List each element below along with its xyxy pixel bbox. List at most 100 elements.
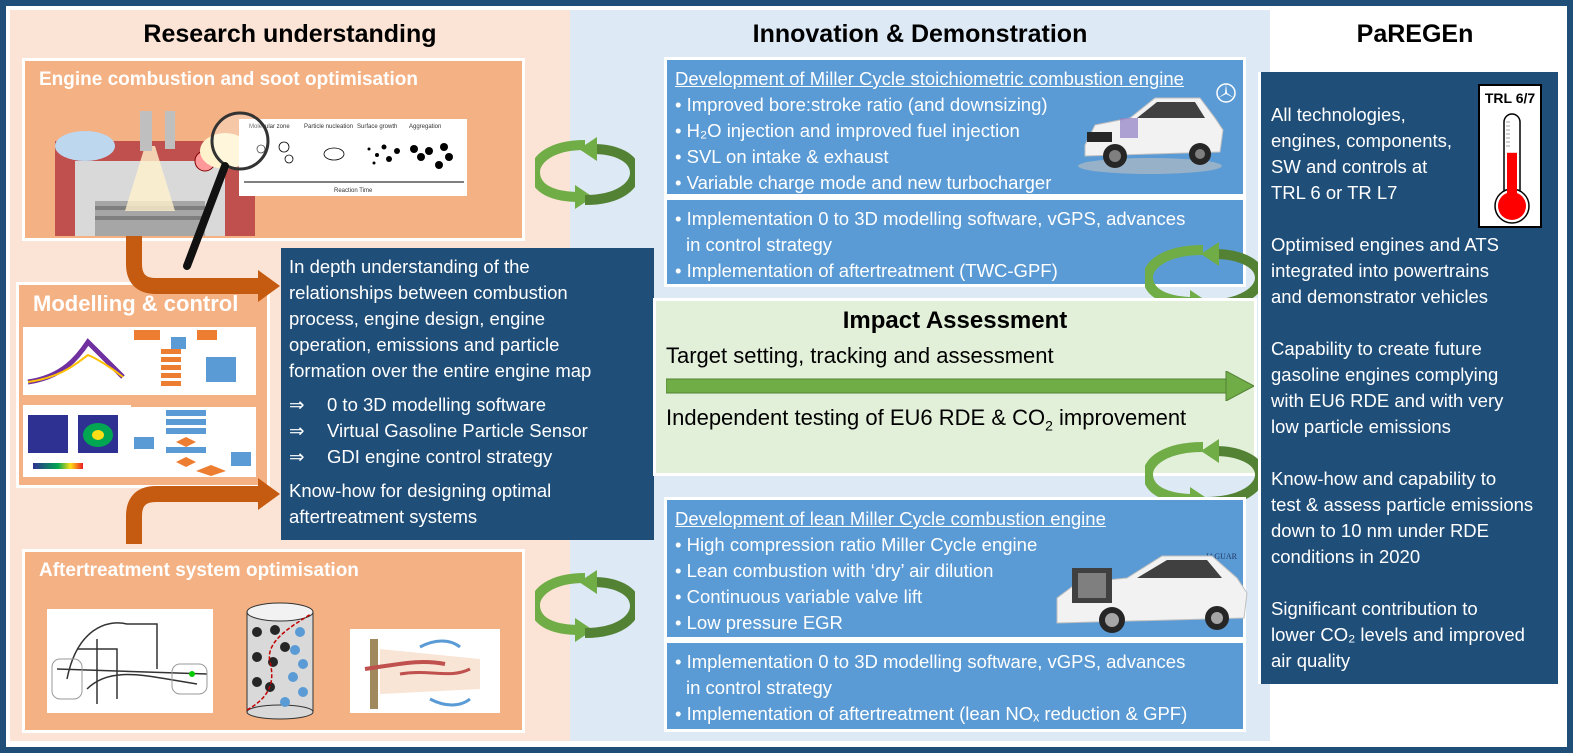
- paregen-outcome-line: Optimised engines and ATS: [1271, 234, 1499, 255]
- svg-text:Particle nucleation: Particle nucleation: [304, 124, 353, 130]
- cycle-arrows-icon-aftertreatment: [535, 570, 635, 642]
- miller-stoich-bullet: SVL on intake & exhaust: [675, 144, 1235, 170]
- svg-text:Surface growth: Surface growth: [357, 124, 397, 130]
- engine-combustion-panel: Engine combustion and soot optimisation …: [22, 58, 525, 270]
- understanding-outro-line: aftertreatment systems: [289, 506, 478, 527]
- impact-green-arrow: [666, 371, 1254, 401]
- miller-lean-bullets: High compression ratio Miller Cycle engi…: [675, 532, 1235, 636]
- miller-stoich-implementation-line: in control strategy: [686, 234, 833, 255]
- engine-cylinder-image: [55, 111, 255, 236]
- aftertreatment-panel-title: Aftertreatment system optimisation: [39, 560, 359, 581]
- paregen-outcome-line: down to 10 nm under RDE: [1271, 520, 1490, 541]
- miller-stoich-implementation: • Implementation 0 to 3D modelling softw…: [675, 206, 1235, 284]
- miller-stoich-bullet: Improved bore:stroke ratio (and downsizi…: [675, 92, 1235, 118]
- arrow-head-lower: [258, 478, 280, 510]
- miller-lean-bullet: Continuous variable valve lift: [675, 584, 1235, 610]
- exhaust-system-network-image: [47, 609, 213, 713]
- orange-flow-arrows: [126, 236, 280, 544]
- understanding-arrow-list: ⇒ 0 to 3D modelling software ⇒ Virtual Gaso…: [289, 392, 646, 470]
- soot-formation-diagram: Molecular zone Particle nucleation Surfa…: [239, 119, 467, 196]
- trl-thermometer: TRL 6/7: [1478, 84, 1542, 228]
- miller-stoich-box: Development of Miller Cycle stoichiometr…: [664, 57, 1246, 197]
- understanding-arrow-item-text: 0 to 3D modelling software: [327, 394, 547, 415]
- understanding-arrow-item: ⇒ GDI engine control strategy: [289, 444, 646, 470]
- understanding-outro-line: Know-how for designing optimal: [289, 480, 552, 501]
- paregen-outcome-line: lower CO₂ levels and improved: [1271, 624, 1525, 645]
- aftertreatment-panel: Aftertreatment system optimisation: [22, 549, 525, 733]
- paregen-outcome-line: All technologies,: [1271, 104, 1406, 125]
- paregen-outcome-line: SW and controls at: [1271, 156, 1428, 177]
- catalytic-converter-image: [350, 629, 500, 713]
- impact-assessment-box: Impact Assessment Target setting, tracki…: [653, 298, 1257, 476]
- svg-text:Molecular zone: Molecular zone: [249, 124, 290, 130]
- mercedes-car-image: [1078, 97, 1224, 174]
- miller-stoich-bullets: Improved bore:stroke ratio (and downsizi…: [675, 92, 1235, 196]
- svg-text:Reaction Time: Reaction Time: [334, 188, 373, 194]
- implies-arrow-icon: ⇒: [289, 394, 305, 415]
- understanding-arrow-item-text: Virtual Gasoline Particle Sensor: [327, 420, 588, 441]
- understanding-arrow-item: ⇒ 0 to 3D modelling software: [289, 392, 646, 418]
- miller-lean-implementation-line: in control strategy: [686, 677, 833, 698]
- magnifying-glass-icon: [183, 111, 270, 270]
- cfd-simulation-image: [23, 405, 131, 477]
- engine-panel-title: Engine combustion and soot optimisation: [39, 69, 418, 90]
- thermometer-icon: [1494, 113, 1530, 224]
- understanding-intro-line: process, engine design, engine: [289, 308, 546, 329]
- miller-lean-heading: Development of lean Miller Cycle combust…: [675, 508, 1106, 529]
- miller-stoich-implementation-box: • Implementation 0 to 3D modelling softw…: [664, 197, 1246, 287]
- pressure-curve-chart-image: [23, 327, 131, 395]
- paregen-outcome-line: engines, components,: [1271, 130, 1453, 151]
- paregen-outcome-line: Capability to create future: [1271, 338, 1482, 359]
- miller-stoich-heading: Development of Miller Cycle stoichiometr…: [675, 68, 1184, 89]
- paregen-outcome-line: low particle emissions: [1271, 416, 1451, 437]
- particulate-filter-image: [246, 602, 314, 720]
- trl-label: TRL 6/7: [1484, 90, 1536, 106]
- paregen-outcome-line: and demonstrator vehicles: [1271, 286, 1488, 307]
- jaguar-logo: JAGUAR: [1205, 552, 1237, 561]
- miller-stoich-bullet: Variable charge mode and new turbocharge…: [675, 170, 1235, 196]
- implies-arrow-icon: ⇒: [289, 446, 305, 467]
- paregen-outcome-line: gasoline engines complying: [1271, 364, 1499, 385]
- paregen-outcome-line: integrated into powertrains: [1271, 260, 1490, 281]
- miller-lean-implementation-box: • Implementation 0 to 3D modelling softw…: [664, 640, 1246, 732]
- svg-text:Aggregation: Aggregation: [409, 124, 441, 130]
- research-title: Research understanding: [143, 20, 437, 48]
- paregen-outcome: All technologies, engines, components, SW …: [1271, 102, 1548, 206]
- paregen-outcome-line: with EU6 RDE and with very: [1271, 390, 1504, 411]
- miller-lean-implementation: • Implementation 0 to 3D modelling softw…: [675, 649, 1235, 727]
- impact-line2-text: Independent testing of EU6 RDE & CO: [666, 405, 1046, 430]
- impact-target-setting: Target setting, tracking and assessment: [666, 343, 1054, 368]
- paregen-outcome-line: Significant contribution to: [1271, 598, 1478, 619]
- implies-arrow-icon: ⇒: [289, 420, 305, 441]
- jaguar-car-image: [1056, 555, 1248, 633]
- impact-line2-suffix: improvement: [1052, 405, 1187, 430]
- understanding-arrow-item-text: GDI engine control strategy: [327, 446, 553, 467]
- paregen-outcomes-list: All technologies, engines, components, SW …: [1271, 102, 1548, 674]
- paregen-outcome-line: TRL 6 or TR L7: [1271, 182, 1398, 203]
- understanding-arrow-item: ⇒ Virtual Gasoline Particle Sensor: [289, 418, 646, 444]
- thermometer-fill: [1507, 152, 1517, 205]
- innovation-title: Innovation & Demonstration: [752, 20, 1088, 48]
- understanding-outro: Know-how for designing optimal aftertreat…: [289, 478, 646, 530]
- paregen-outcome: Optimised engines and ATS integrated into…: [1271, 232, 1548, 310]
- modelling-flowchart-image: [131, 327, 256, 395]
- impact-line2-subscript: 2: [1045, 417, 1053, 434]
- understanding-intro-line: relationships between combustion: [289, 282, 568, 303]
- miller-lean-implementation-line: • Implementation 0 to 3D modelling softw…: [675, 651, 1186, 672]
- miller-stoich-implementation-line: • Implementation 0 to 3D modelling softw…: [675, 208, 1186, 229]
- paregen-title: PaREGEn: [1356, 20, 1474, 48]
- miller-stoich-implementation-line: • Implementation of aftertreatment (TWC-…: [675, 260, 1058, 281]
- miller-stoich-bullet: H₂O injection and improved fuel injectio…: [675, 118, 1235, 144]
- modelling-control-panel: Modelling & control: [16, 282, 270, 488]
- miller-lean-implementation-line: • Implementation of aftertreatment (lean…: [675, 703, 1188, 724]
- understanding-box: In depth understanding of the relationshi…: [281, 248, 654, 540]
- paregen-outcome-line: Know-how and capability to: [1271, 468, 1497, 489]
- miller-lean-box: Development of lean Miller Cycle combust…: [664, 497, 1248, 640]
- understanding-intro-line: formation over the entire engine map: [289, 360, 592, 381]
- understanding-intro-line: In depth understanding of the: [289, 256, 530, 277]
- impact-title: Impact Assessment: [842, 307, 1068, 334]
- miller-lean-bullet: High compression ratio Miller Cycle engi…: [675, 532, 1235, 558]
- arrow-head-upper: [258, 270, 280, 302]
- miller-lean-bullet: Lean combustion with ‘dry’ air dilution: [675, 558, 1235, 584]
